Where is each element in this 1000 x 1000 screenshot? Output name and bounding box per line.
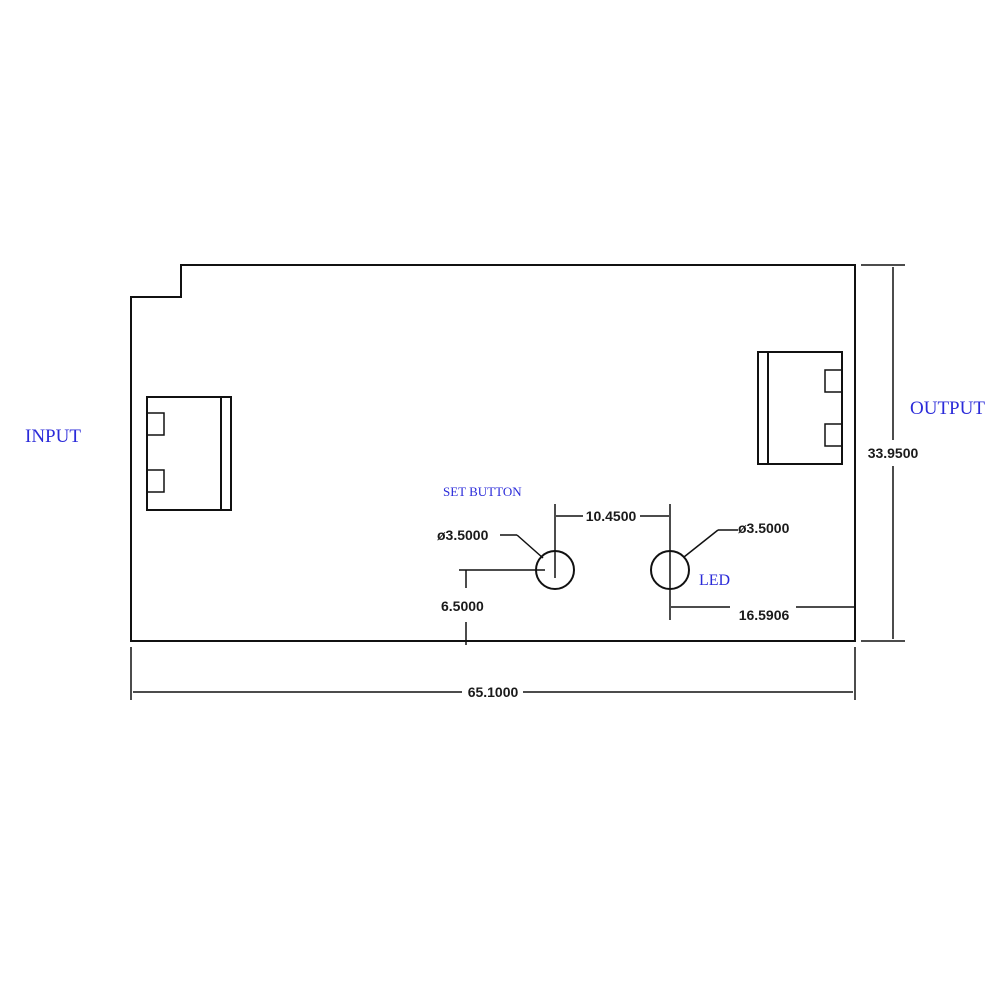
led-diameter-value: ø3.5000 [738,520,790,536]
set-button-diameter-leader [500,534,544,559]
input-connector [146,396,232,511]
led-diameter-leader [683,529,738,558]
button-height-dimension [459,569,545,645]
led-hole [650,504,690,620]
output-connector [757,351,843,465]
led-label: LED [699,572,730,589]
board-height-dimension [861,264,905,642]
board-outline [130,264,856,642]
board-width-dimension [130,647,856,700]
input-label: INPUT [25,426,81,447]
led-edge-value: 16.5906 [739,607,790,623]
set-button-diameter-value: ø3.5000 [437,527,489,543]
set-button-label: SET BUTTON [443,484,522,499]
board-height-value: 33.9500 [868,445,919,461]
hole-spacing-value: 10.4500 [586,508,637,524]
button-height-value: 6.5000 [441,598,484,614]
output-label: OUTPUT [910,398,985,419]
board-width-value: 65.1000 [468,684,519,700]
